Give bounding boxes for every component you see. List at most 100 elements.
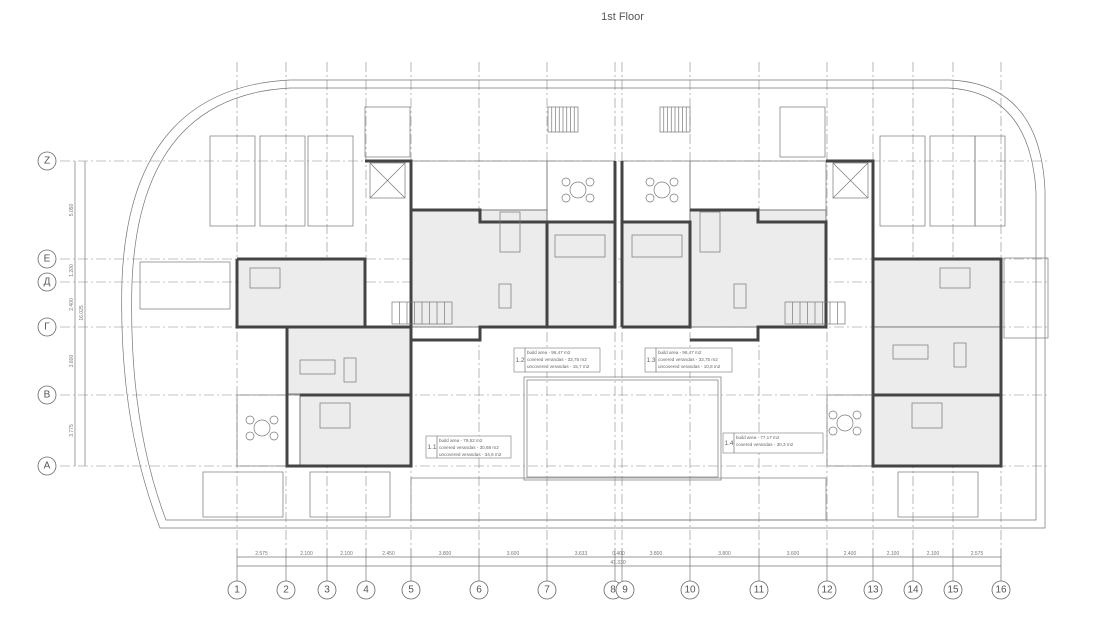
plan-title: 1st Floor — [601, 11, 644, 23]
table — [253, 419, 271, 437]
column-axis-marker — [817, 580, 837, 600]
apartment-interior — [689, 209, 827, 328]
row-axis-label: Д — [44, 277, 51, 288]
column-axis-label: 14 — [907, 585, 919, 596]
elevator-cross — [832, 162, 869, 199]
column-axis-marker — [943, 580, 963, 600]
table — [653, 181, 671, 199]
veranda — [236, 394, 301, 467]
apartment-interior — [410, 209, 548, 328]
note-box — [722, 432, 824, 454]
apartment-area-line: build area - 77,17 m2 — [736, 435, 780, 440]
column-dimension: 2.100 — [340, 551, 353, 557]
pool-inner — [526, 379, 719, 478]
column-axis-label: 11 — [754, 585, 765, 596]
veranda — [621, 160, 691, 223]
site-boundary-inner — [131, 87, 1037, 521]
parking-space — [209, 135, 256, 227]
column-dimension: 3.800 — [718, 551, 731, 557]
column-axis-marker — [537, 580, 557, 600]
column-axis-marker — [401, 580, 421, 600]
apartment-id: 1.2 — [516, 357, 525, 364]
column-axis-label: 12 — [821, 585, 833, 596]
furniture — [299, 359, 336, 375]
parking-space — [259, 135, 306, 227]
wall — [411, 208, 549, 342]
column-dimension: 2.100 — [927, 551, 940, 557]
furniture — [499, 211, 521, 253]
table — [569, 181, 587, 199]
chair — [669, 177, 679, 187]
column-axis-marker — [991, 580, 1011, 600]
column-axis-label: 7 — [544, 585, 550, 596]
note-box — [513, 347, 601, 373]
column-axis-marker — [469, 580, 489, 600]
column-axis-marker — [227, 580, 247, 600]
apartment-area-line: covered verandas - 33,75 m2 — [527, 357, 587, 362]
furniture — [249, 267, 281, 289]
furniture — [319, 402, 351, 429]
elevator-shaft — [832, 162, 869, 199]
parking-space — [929, 135, 976, 227]
row-axis-marker — [37, 385, 57, 405]
wall — [235, 259, 287, 329]
row-axis-marker — [37, 272, 57, 292]
row-dimension: 5.050 — [69, 204, 75, 217]
column-axis-label: 10 — [684, 585, 696, 596]
chair — [645, 193, 655, 203]
chair — [669, 193, 679, 203]
column-axis-marker — [680, 580, 700, 600]
parking-space — [974, 135, 1006, 227]
column-dimension: 2.575 — [255, 551, 268, 557]
apartment-area-line: covered verandas - 30,3 m2 — [736, 442, 794, 447]
column-axis-label: 3 — [324, 585, 330, 596]
table — [836, 414, 854, 432]
furniture — [911, 402, 943, 429]
apartment-id: 1.3 — [647, 357, 656, 364]
column-dimension: 3.800 — [650, 551, 663, 557]
veranda — [689, 160, 827, 211]
column-axis-label: 9 — [622, 585, 628, 596]
column-axis-marker — [317, 580, 337, 600]
column-dimension: 2.575 — [971, 551, 984, 557]
column-dimension: 3.800 — [439, 551, 452, 557]
apartment-interior — [621, 221, 691, 328]
dining-table — [343, 357, 357, 383]
column-dimension: 2.400 — [844, 551, 857, 557]
chair — [561, 193, 571, 203]
apartment-area-line: uncovered verandas - 15,7 m2 — [527, 364, 590, 369]
dining-table — [498, 283, 512, 309]
column-axis-marker — [276, 580, 296, 600]
chair — [269, 431, 279, 441]
column-axis-label: 1 — [234, 585, 240, 596]
row-dimension: 2.400 — [69, 298, 75, 311]
dining-table — [953, 342, 967, 368]
row-dimension: 1.200 — [69, 264, 75, 277]
chair — [245, 415, 255, 425]
apartment-area-line: build area - 96,47 m2 — [527, 350, 571, 355]
furniture — [939, 267, 971, 289]
chair — [828, 426, 838, 436]
column-dimension: 3.633 — [575, 551, 588, 557]
apartment-area-line: build area - 79,52 m2 — [439, 438, 483, 443]
row-dimension: 3.600 — [69, 355, 75, 368]
apartment-interior — [236, 258, 366, 328]
column-dimension: 3.600 — [507, 551, 520, 557]
chair — [585, 177, 595, 187]
row-axis-label: Г — [44, 322, 50, 333]
chair — [269, 415, 279, 425]
row-axis-label: E — [44, 254, 51, 265]
row-axis-label: Z — [44, 156, 50, 167]
parking-space — [202, 471, 284, 518]
wall — [690, 208, 828, 342]
apartment-interior — [872, 258, 1002, 328]
chair — [645, 177, 655, 187]
column-axis-marker — [749, 580, 769, 600]
apartment-id: 1.4 — [725, 440, 734, 447]
note-box — [425, 435, 512, 459]
